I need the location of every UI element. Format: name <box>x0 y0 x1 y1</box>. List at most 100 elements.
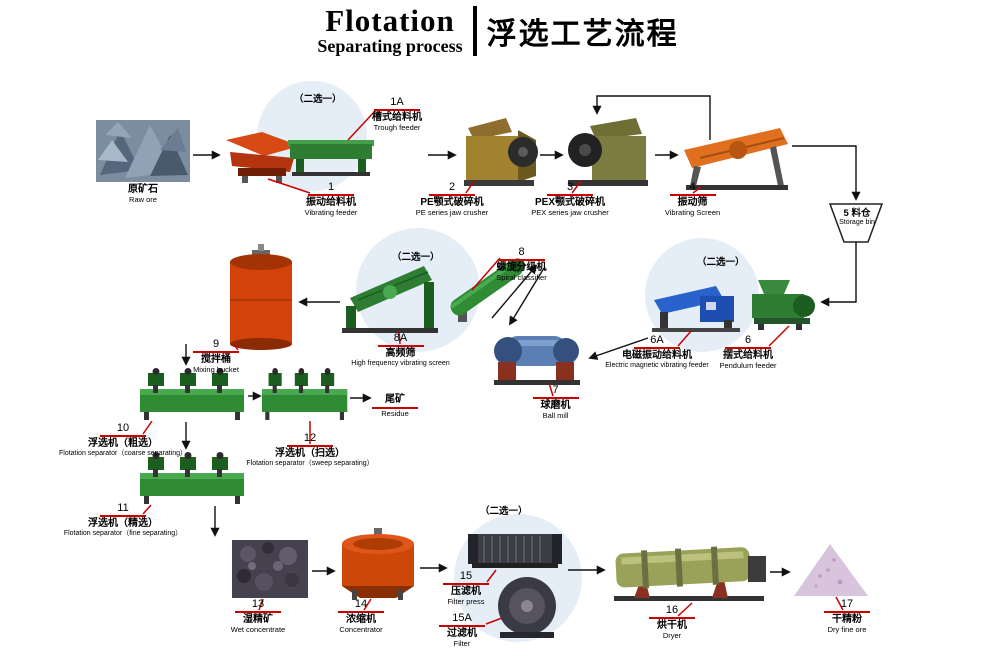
label-filter-press: 15 压滤机 Filter press <box>436 570 496 606</box>
vibrating-feeder-machine <box>226 132 300 183</box>
label-storage-bin: 5 料仓 Storage bin <box>826 208 888 228</box>
dryer-machine <box>614 546 766 601</box>
callout-rule <box>669 194 716 197</box>
label-number: 1A <box>390 96 404 108</box>
pendulum-feeder-machine <box>752 280 815 330</box>
label-number: 12 <box>303 432 317 444</box>
title-english-main: Flotation <box>325 3 455 38</box>
label-number: 3 <box>566 181 574 193</box>
callout-rule <box>100 435 146 438</box>
label-en: Spiral classifier <box>496 272 547 282</box>
em-vibrating-feeder-machine <box>652 286 740 332</box>
label-zh: 干精粉 <box>832 614 862 626</box>
raw-ore-image <box>96 120 190 182</box>
callout-rule <box>498 259 545 262</box>
label-flotation-coarse: 10 浮选机（粗选） Flotation separator（coarse se… <box>43 422 203 458</box>
label-residue: 尾矿 Residue <box>370 394 420 418</box>
label-pe-jaw-crusher: 2 PE颚式破碎机 PE series jaw crusher <box>412 181 492 217</box>
label-zh: 烘干机 <box>657 620 687 632</box>
filter-machine <box>498 577 556 638</box>
label-zh: 过滤机 <box>447 628 477 640</box>
callout-rule <box>429 194 475 197</box>
label-mixing-bucket: 9 搅拌桶 Mixing bucket <box>186 338 246 374</box>
label-zh: 原矿石 <box>128 184 158 195</box>
label-en: Filter <box>453 638 471 648</box>
label-en: Vibrating Screen <box>664 207 721 217</box>
label-en: Storage bin <box>839 219 875 227</box>
pex-jaw-crusher-machine <box>568 118 648 186</box>
label-en: PEX series jaw crusher <box>531 207 609 217</box>
label-flotation-fine: 11 浮选机（精选） Flotation separator（fine sepa… <box>43 502 203 538</box>
page-title: Flotation Separating process 浮选工艺流程 <box>0 5 996 57</box>
label-zh: 电磁振动给料机 <box>622 350 692 362</box>
callout-rule <box>287 445 333 448</box>
label-number: 2 <box>448 181 456 193</box>
label-zh: 压滤机 <box>451 586 481 598</box>
label-zh: 摆式给料机 <box>723 350 773 362</box>
label-zh: 浮选机（扫选） <box>275 448 345 460</box>
label-en: Concentrator <box>339 624 383 634</box>
label-number: 9 <box>212 338 220 350</box>
title-chinese: 浮选工艺流程 <box>486 17 679 51</box>
label-zh: PE颚式破碎机 <box>420 197 484 209</box>
callout-connector-lines <box>142 109 844 625</box>
label-zh: 高频筛 <box>385 348 416 360</box>
label-en: Trough feeder <box>373 122 421 132</box>
label-number: 17 <box>840 598 854 610</box>
label-number-zh: 5 料仓 <box>826 208 888 219</box>
label-number: 5 <box>843 208 849 219</box>
label-en: Raw ore <box>129 194 157 204</box>
label-en: Electric magnetic vibrating feeder <box>605 361 709 369</box>
label-zh: 振动给料机 <box>306 197 356 209</box>
choose-one-label-classifier: （二选一） <box>392 252 440 263</box>
label-number: 8 <box>518 246 525 258</box>
callout-rule <box>374 109 420 112</box>
label-en: Residue <box>381 408 409 418</box>
label-dry-fine-ore: 17 干精粉 Dry fine ore <box>816 598 878 634</box>
label-en: Flotation separator（fine separating） <box>63 529 183 537</box>
label-filter: 15A 过滤机 Filter <box>432 612 492 648</box>
flow-arrows <box>181 95 861 577</box>
callout-rule <box>547 194 593 197</box>
title-english-sub: Separating process <box>317 36 463 56</box>
label-number: 15 <box>459 570 473 582</box>
label-pendulum-feeder: 6 摆式给料机 Pendulum feeder <box>712 334 784 370</box>
label-en: Flotation separator（coarse separating） <box>58 449 187 457</box>
label-em-vibrating-feeder: 6A 电磁振动给料机 Electric magnetic vibrating f… <box>597 334 717 370</box>
choose-one-label-feeders2: （二选一） <box>697 257 745 268</box>
flotation-fine-machine <box>140 452 244 504</box>
label-en: Ball mill <box>542 410 569 420</box>
label-en: Mixing bucket <box>193 364 239 374</box>
label-dryer: 16 烘干机 Dryer <box>642 604 702 640</box>
mixing-bucket-machine <box>230 244 292 350</box>
label-vibrating-screen: 4 振动筛 Vibrating Screen <box>655 181 730 217</box>
flotation-sweep-machine <box>262 368 348 420</box>
dry-fine-ore-image <box>794 544 868 596</box>
callout-rule <box>634 347 680 350</box>
label-zh: 湿精矿 <box>243 614 273 626</box>
label-en: High frequency vibrating screen <box>351 359 450 367</box>
label-zh: 料仓 <box>851 208 871 219</box>
callout-rule <box>377 345 424 348</box>
label-number: 13 <box>251 598 265 610</box>
label-zh: 搅拌桶 <box>201 354 231 366</box>
callout-rule <box>235 611 281 614</box>
choose-one-label-feeders: （二选一） <box>294 94 342 105</box>
label-number: 16 <box>665 604 679 616</box>
wet-concentrate-image <box>232 540 308 598</box>
label-zh: 浮选机（粗选） <box>88 438 158 450</box>
label-zh: PEX颚式破碎机 <box>534 197 605 209</box>
label-zh: 球磨机 <box>540 400 571 412</box>
callout-rule <box>338 611 384 614</box>
vibrating-screen-machine <box>684 128 788 190</box>
callout-rule <box>824 611 870 614</box>
concentrator-machine <box>342 528 414 600</box>
title-divider <box>472 5 477 56</box>
title-english: Flotation Separating process <box>317 5 462 57</box>
label-number: 11 <box>117 502 129 514</box>
callout-rule <box>725 347 771 350</box>
label-raw-ore: 原矿石 Raw ore <box>98 184 188 204</box>
callout-rule <box>532 397 579 400</box>
label-en: PE series jaw crusher <box>415 207 489 217</box>
